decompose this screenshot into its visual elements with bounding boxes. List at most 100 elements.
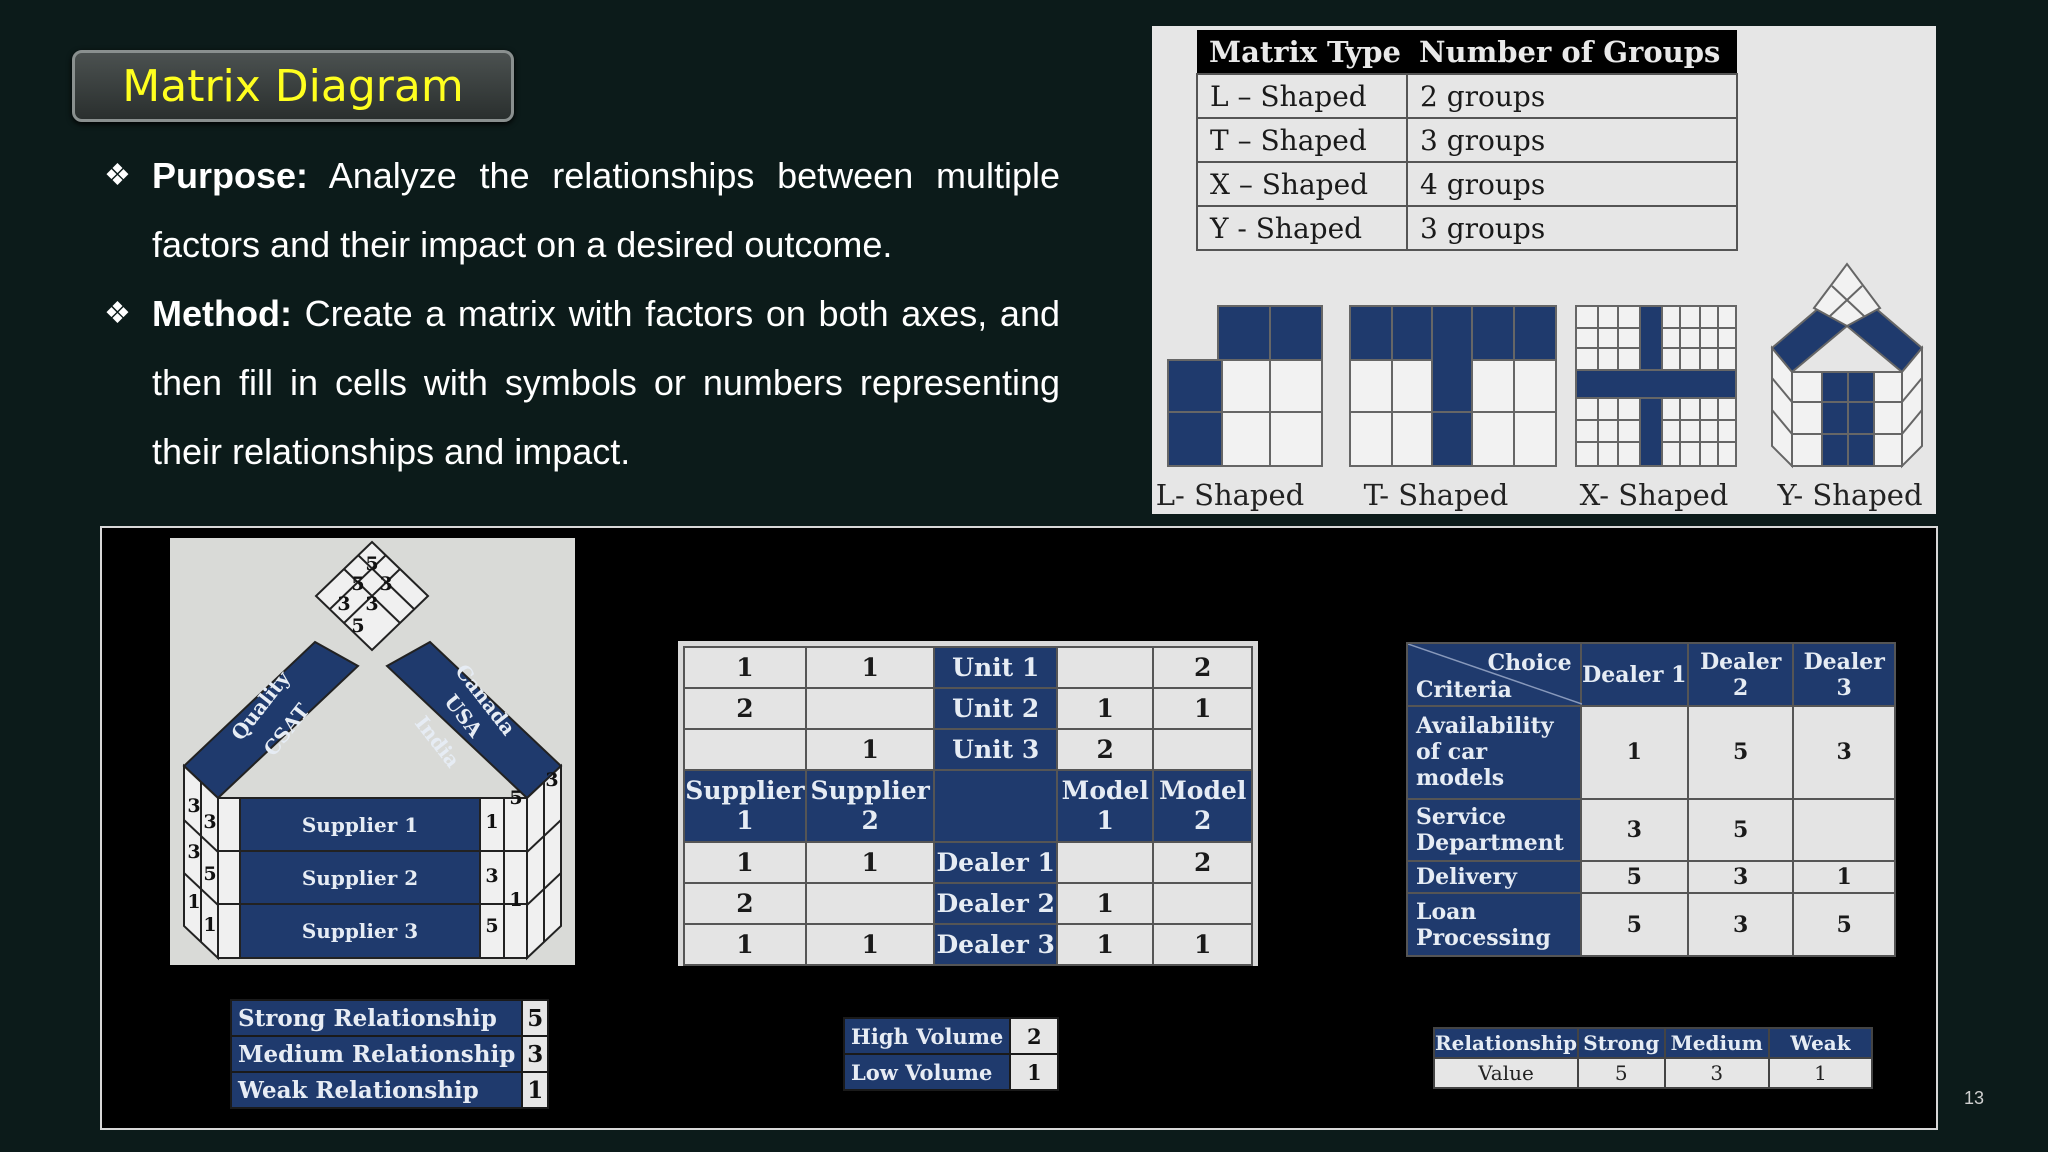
row-label: Dealer 3 [933, 923, 1059, 966]
legend-header: Strong [1577, 1027, 1666, 1059]
diagonal-divider [1408, 644, 1582, 705]
legend-label: Weak Relationship [229, 1071, 524, 1109]
corner-bottom-label: Criteria [1416, 677, 1512, 703]
column-header: Supplier 2 [804, 769, 936, 843]
y-cell: 3 [545, 769, 558, 791]
table-cell: X – Shaped [1196, 161, 1408, 207]
table-cell: 3 [1579, 797, 1689, 863]
legend-value: 5 [521, 999, 550, 1037]
row-label: Availability of car models [1406, 705, 1582, 800]
table-cell: 1 [683, 923, 807, 966]
y-cell: 3 [337, 593, 350, 615]
table-cell: 3 groups [1406, 117, 1738, 163]
value-legend: Relationship Strong Medium Weak Value 5 … [1432, 1027, 1874, 1089]
diamond-bullet-icon: ❖ [104, 297, 131, 330]
table-cell: 2 [683, 882, 807, 925]
table-cell [1792, 797, 1896, 863]
y-row-label: Supplier 2 [302, 866, 418, 890]
table-cell: 3 [1792, 705, 1896, 800]
corner-cell: Choice Criteria [1406, 642, 1582, 707]
y-cell: 5 [351, 615, 364, 637]
table-cell: 1 [683, 841, 807, 884]
diamond-bullet-icon: ❖ [104, 159, 131, 192]
column-header: Dealer 2 [1686, 642, 1795, 707]
table-cell: 1 [1056, 687, 1155, 730]
y-cell: 5 [365, 553, 378, 575]
y-row-label: Supplier 3 [302, 919, 418, 943]
table-cell: 1 [1056, 882, 1155, 925]
table-cell: 1 [804, 728, 936, 771]
legend-label: Low Volume [842, 1053, 1012, 1091]
y-row-label: Supplier 1 [302, 813, 418, 837]
legend-label: Strong Relationship [229, 999, 524, 1037]
legend-value: Value [1432, 1057, 1580, 1089]
legend-header: Weak [1767, 1027, 1874, 1059]
table-cell: 5 [1686, 797, 1795, 863]
table-header: Number of Groups [1407, 30, 1737, 74]
bullet-text: Analyze the relationships between multip… [152, 155, 1060, 265]
column-header: Dealer 3 [1792, 642, 1896, 707]
y-cell: 5 [203, 863, 216, 885]
y-cell: 3 [203, 811, 216, 833]
row-label: Service Department [1406, 797, 1582, 863]
table-cell: 2 [1152, 646, 1253, 689]
row-label: Unit 1 [933, 646, 1059, 689]
table-cell: 1 [1056, 923, 1155, 966]
legend-value: 1 [1009, 1053, 1060, 1091]
y-cell: 3 [187, 795, 200, 817]
table-cell: 3 [1686, 860, 1795, 895]
legend-header: Relationship [1432, 1027, 1580, 1059]
column-header: Dealer 1 [1579, 642, 1689, 707]
x-shaped-label: X- Shaped [1579, 478, 1729, 512]
y-cell: 5 [485, 915, 498, 937]
y-cell: 3 [187, 841, 200, 863]
table-cell: 1 [1152, 923, 1253, 966]
table-cell: 1 [683, 646, 807, 689]
table-cell: Y - Shaped [1196, 205, 1408, 251]
legend-header: Medium [1663, 1027, 1770, 1059]
table-cell [1152, 728, 1253, 771]
table-cell: 1 [804, 646, 936, 689]
table-cell: 2 groups [1406, 73, 1738, 119]
bullet-purpose: ❖ Purpose: Analyze the relationships bet… [104, 141, 1060, 279]
table-cell: 1 [1792, 860, 1896, 895]
table-cell: 1 [1152, 687, 1253, 730]
y-cell: 1 [509, 889, 522, 911]
column-header [933, 769, 1059, 843]
column-header: Supplier 1 [683, 769, 807, 843]
table-cell [1056, 646, 1155, 689]
bullet-text: Create a matrix with factors on both axe… [152, 293, 1060, 472]
table-cell [1152, 882, 1253, 925]
corner-top-label: Choice [1487, 650, 1572, 676]
table-cell: 3 [1686, 892, 1795, 957]
bullet-method: ❖ Method: Create a matrix with factors o… [104, 279, 1060, 486]
table-cell [683, 728, 807, 771]
l-matrix-table: Choice Criteria Dealer 1 Dealer 2 Dealer… [1406, 642, 1896, 957]
y-matrix-example: 5 5 3 3 3 5 3 3 3 5 1 1 1 5 3 3 1 5 Supp… [170, 538, 575, 965]
row-label: Delivery [1406, 860, 1582, 895]
table-header: Matrix Type [1197, 30, 1407, 74]
y-cell: 1 [485, 811, 498, 833]
table-cell [804, 882, 936, 925]
y-cell: 1 [187, 891, 200, 913]
table-cell: 1 [804, 841, 936, 884]
column-header: Model 2 [1152, 769, 1253, 843]
bullet-label: Purpose: [152, 155, 309, 196]
table-cell: 2 [683, 687, 807, 730]
bullet-label: Method: [152, 293, 292, 334]
table-cell [804, 687, 936, 730]
page-number: 13 [1964, 1088, 1985, 1108]
legend-value: 5 [1577, 1057, 1666, 1089]
table-cell: 2 [1056, 728, 1155, 771]
table-cell: 3 groups [1406, 205, 1738, 251]
y-shaped-icon [1770, 262, 1924, 469]
t-matrix-table: 1 1 Unit 1 2 2 Unit 2 1 1 1 Unit 3 2 Sup… [683, 646, 1253, 966]
table-cell: 5 [1792, 892, 1896, 957]
x-shaped-icon [1575, 305, 1737, 467]
t-shaped-icon [1349, 305, 1557, 467]
table-cell: 1 [1579, 705, 1689, 800]
legend-label: High Volume [842, 1017, 1012, 1055]
